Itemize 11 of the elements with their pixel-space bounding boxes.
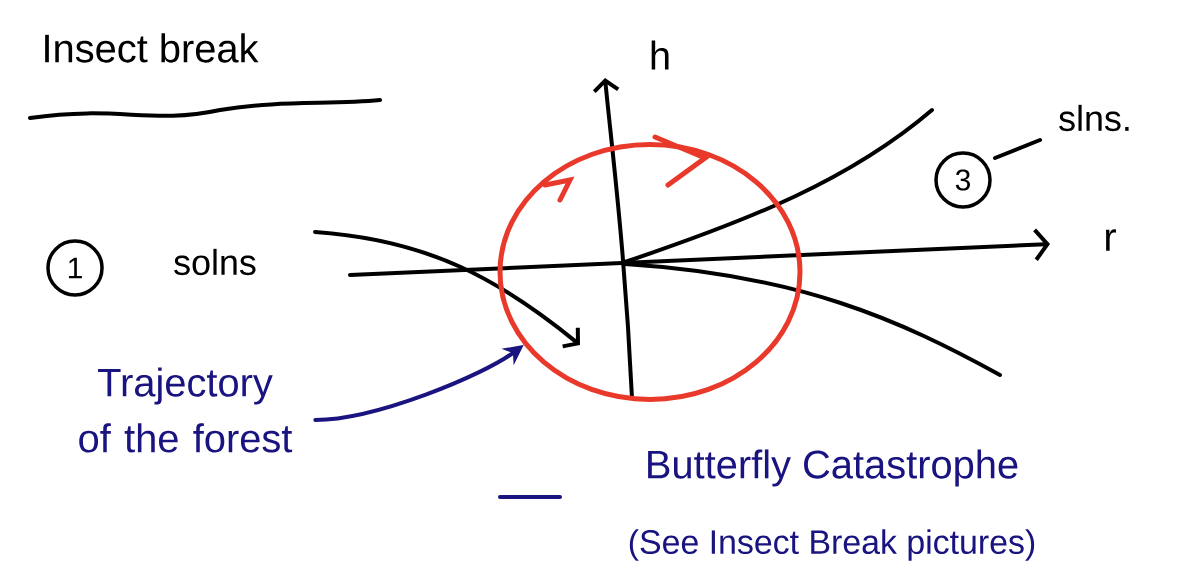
callout-number: 3 (934, 151, 992, 209)
axis-label: h (651, 40, 669, 70)
annotation: slns. (1059, 104, 1129, 132)
axis-label: r (1106, 229, 1116, 251)
callout-number: 1 (46, 239, 104, 297)
heading: Butterfly Catastrophe (648, 449, 1018, 487)
trajectory-circle (497, 134, 803, 402)
annotation: Trajectory of the forest (79, 367, 293, 453)
title: Insect break (45, 33, 259, 63)
annotation: solns (174, 248, 256, 276)
note: (See Insect Break pictures) (629, 529, 1035, 561)
